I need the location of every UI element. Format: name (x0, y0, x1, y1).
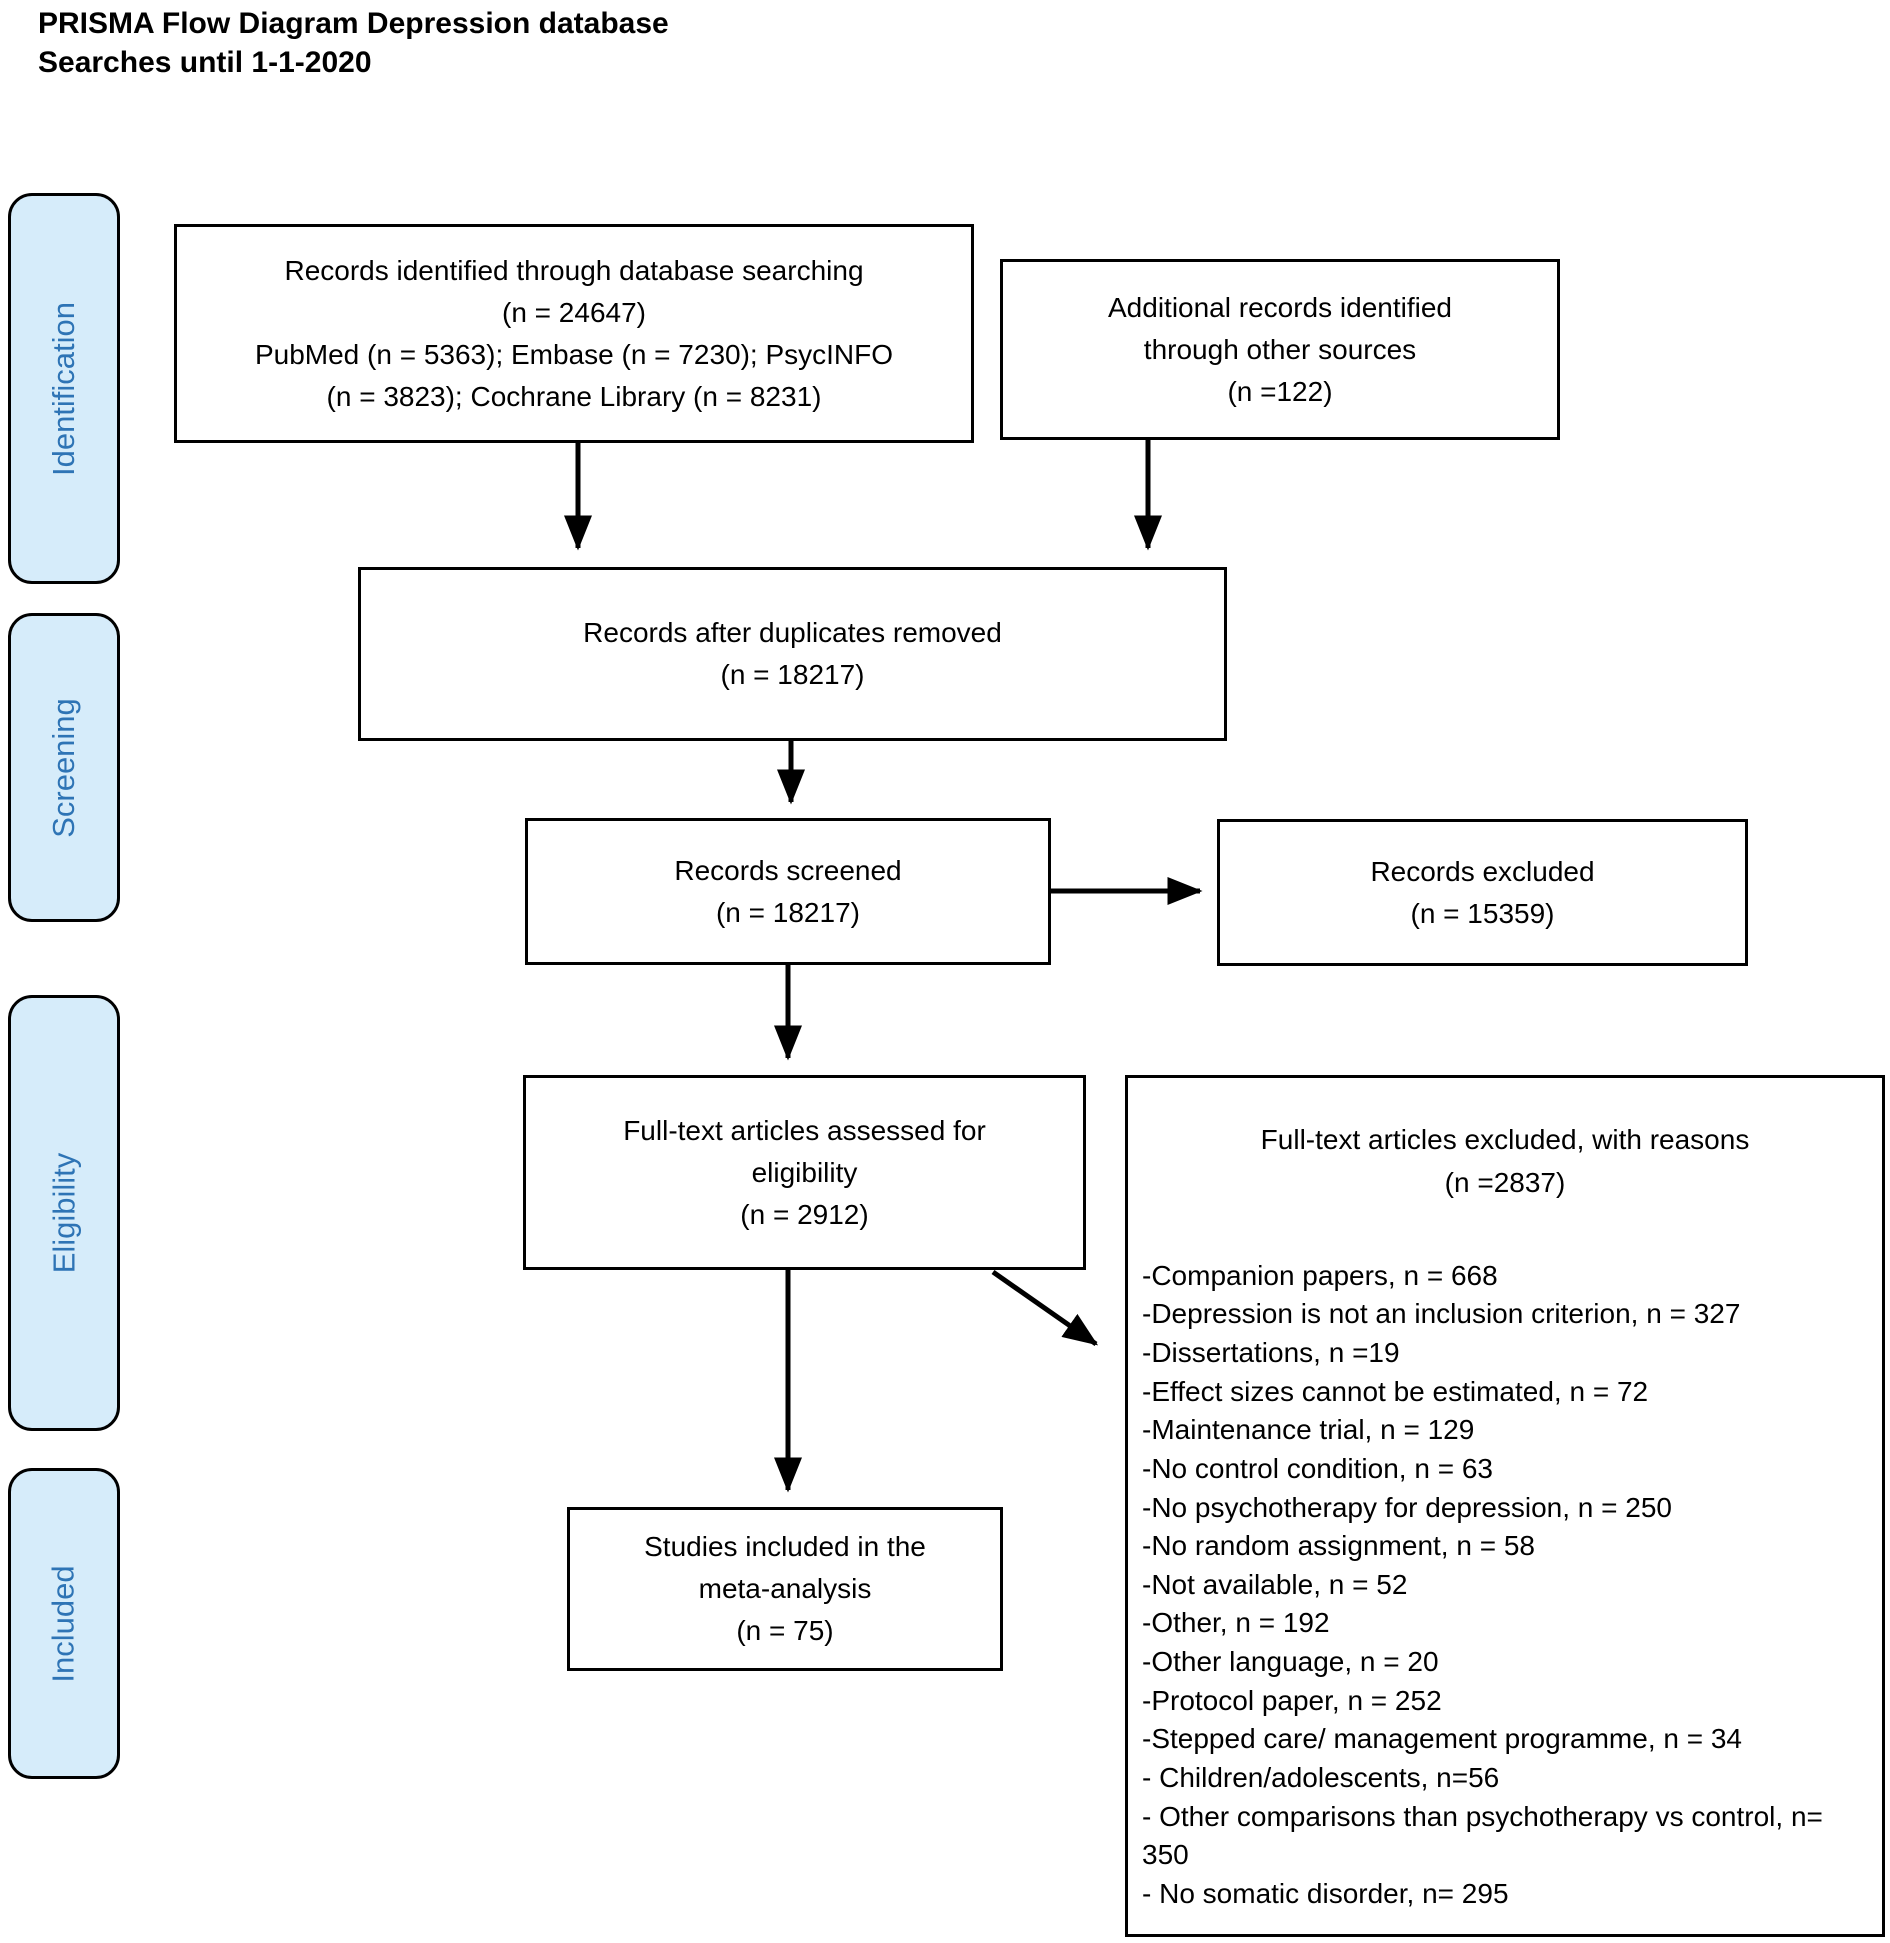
exclusion-reason-item: -Effect sizes cannot be estimated, n = 7… (1142, 1375, 1649, 1407)
exclusion-reason-item: -No control condition, n = 63 (1142, 1452, 1493, 1484)
exclusion-reasons-list: -Companion papers, n = 668 -Depression is… (1128, 1205, 1882, 1914)
exclusion-reason-item: -Protocol paper, n = 252 (1142, 1684, 1442, 1716)
box-records-screened: Records screened (n = 18217) (525, 818, 1051, 965)
exclusion-reason-item: -Stepped care/ management programme, n =… (1142, 1723, 1743, 1755)
exclusion-reason-item: - Children/adolescents, n=56 (1142, 1761, 1500, 1793)
box-fulltext-assessed: Full-text articles assessed for eligibil… (523, 1075, 1086, 1270)
exclusion-reason-item: -No psychotherapy for depression, n = 25… (1142, 1491, 1672, 1523)
exclusion-reason-item: -No random assignment, n = 58 (1142, 1530, 1535, 1562)
exclusion-reason-item: -Maintenance trial, n = 129 (1142, 1414, 1475, 1446)
diagram-title: PRISMA Flow Diagram Depression database … (38, 7, 669, 79)
stage-screening-label: Screening (46, 697, 81, 838)
exclusion-reason-item: -Depression is not an inclusion criterio… (1142, 1298, 1741, 1330)
stage-identification: Identification (8, 193, 120, 584)
exclusion-reason-item: -Other, n = 192 (1142, 1607, 1330, 1639)
exclusion-reason-item: -Other language, n = 20 (1142, 1646, 1439, 1678)
stage-eligibility: Eligibility (8, 995, 120, 1431)
exclusion-reason-item: - Other comparisons than psychotherapy v… (1142, 1800, 1823, 1871)
exclusion-reason-item: -Dissertations, n =19 (1142, 1337, 1400, 1369)
box-records-identified: Records identified through database sear… (174, 224, 974, 443)
stage-included-label: Included (46, 1564, 81, 1683)
exclusion-reason-item: -Companion papers, n = 668 (1142, 1259, 1498, 1291)
box-additional-records: Additional records identified through ot… (1000, 259, 1560, 440)
stage-screening: Screening (8, 613, 120, 922)
stage-included: Included (8, 1468, 120, 1779)
box-records-excluded: Records excluded (n = 15359) (1217, 819, 1748, 966)
exclusion-header: Full-text articles excluded, with reason… (1260, 1124, 1750, 1199)
box-duplicates-removed: Records after duplicates removed (n = 18… (358, 567, 1227, 741)
exclusion-reason-item: - No somatic disorder, n= 295 (1142, 1877, 1509, 1909)
box-studies-included: Studies included in the meta-analysis (n… (567, 1507, 1003, 1671)
box-fulltext-excluded-reasons: Full-text articles excluded, with reason… (1125, 1075, 1885, 1937)
exclusion-reason-item: -Not available, n = 52 (1142, 1568, 1408, 1600)
stage-eligibility-label: Eligibility (46, 1152, 82, 1274)
stage-identification-label: Identification (46, 301, 81, 476)
arrow-fulltext-to-reasons (991, 1269, 1099, 1347)
